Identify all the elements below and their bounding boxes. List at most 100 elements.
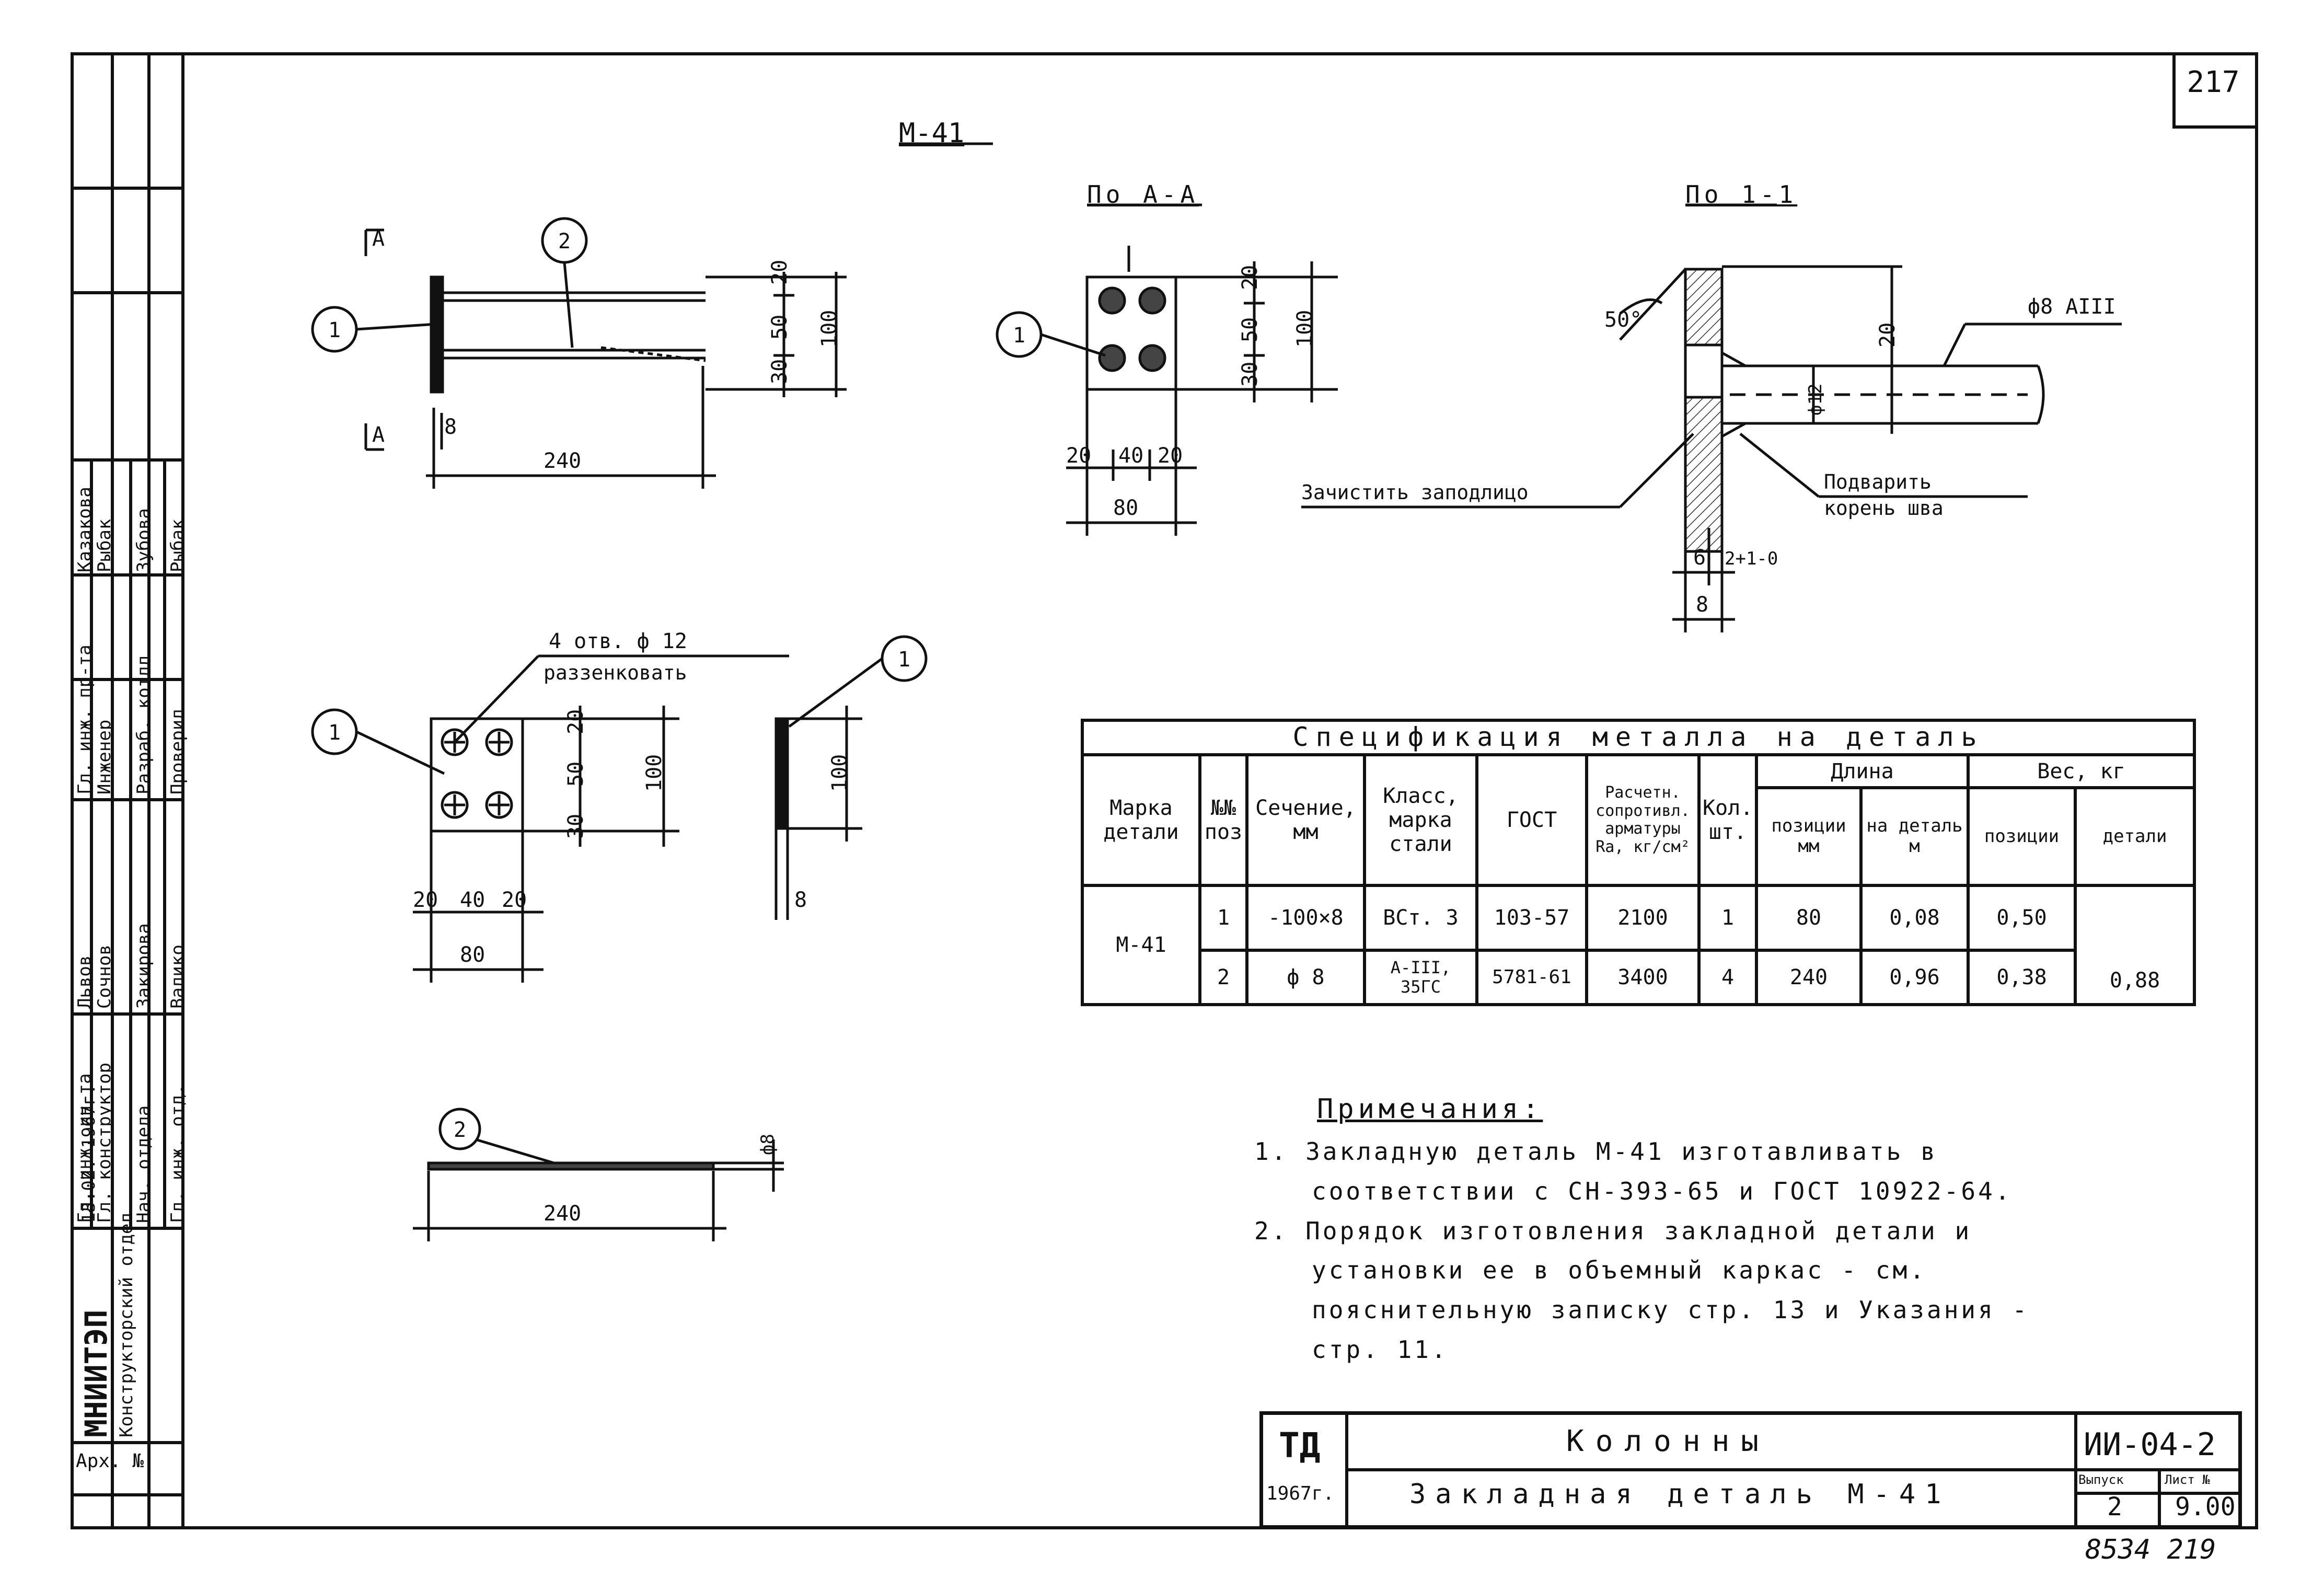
- table-row: М-41 1 -100×8 ВСт. 3 103-57 2100 1 80 0,…: [1081, 883, 2196, 1007]
- callout-1-side: 1: [898, 648, 910, 672]
- cell-pos: 2: [1198, 949, 1248, 1006]
- dim-8-11: 8: [1696, 593, 1708, 617]
- stamp-role-7: Разраб. котлл: [133, 655, 154, 794]
- rebar-label: ф8 АIII: [2028, 295, 2116, 319]
- cell-gost: 5781-61: [1475, 949, 1588, 1006]
- weld-root-line1: Подварить: [1824, 470, 1932, 493]
- tb-code: ИИ-04-2: [2084, 1426, 2216, 1463]
- cell-resist: 3400: [1585, 949, 1701, 1006]
- stamp-name-8: Рыбак: [167, 519, 188, 572]
- dim-50-plate: 50: [564, 762, 588, 787]
- title-block: ТД 1967г. Колонны Закладная деталь М-41 …: [1259, 1411, 2242, 1529]
- callout-1-plate: 1: [328, 721, 341, 745]
- stamp-role-1: Гл. инж. ин-та: [74, 1073, 95, 1223]
- dim-8-side: 8: [794, 888, 807, 912]
- tb-year: 1967г.: [1266, 1483, 1335, 1504]
- callout-1-aa: 1: [1013, 324, 1025, 348]
- stamp-role-3: Нач. отдела: [133, 1105, 154, 1223]
- hdr-len-pos: позиции мм: [1755, 786, 1863, 887]
- dim-240-rebar: 240: [544, 1202, 581, 1226]
- cell-len-pos: 80: [1755, 883, 1863, 952]
- section-mark-top: А: [372, 227, 385, 251]
- specification-table: Спецификация металла на деталь Марка дет…: [1080, 718, 2196, 1007]
- tb-title: Колонны: [1566, 1424, 1771, 1458]
- tb-issue-label: Выпуск: [2078, 1472, 2124, 1487]
- view-title: М-41: [899, 118, 965, 149]
- dim-30-plate: 30: [564, 814, 588, 839]
- section-mark-bottom: А: [372, 423, 385, 447]
- stamp-name-3: Закирова: [133, 923, 154, 1009]
- dim-20-plate: 20: [564, 709, 588, 734]
- tb-org: ТД: [1279, 1425, 1321, 1466]
- stamp-role-8: Проверил: [167, 709, 188, 794]
- dim-40-aa: 40: [1118, 444, 1143, 468]
- stamp-name-1: Львов: [74, 955, 95, 1009]
- stamp-name-5: Казакова: [74, 487, 95, 572]
- callout-2-rebar: 2: [454, 1118, 466, 1142]
- stamp-role-4: Гл. инж. отд.: [167, 1084, 188, 1223]
- cell-section: -100×8: [1245, 883, 1366, 952]
- section-11-title: По 1-1: [1685, 180, 1798, 209]
- footer-numbers: 8534 219: [2085, 1534, 2216, 1565]
- callout-1-main: 1: [328, 318, 341, 342]
- cell-w-pos: 0,50: [1967, 883, 2077, 952]
- notes-heading: Примечания:: [1317, 1093, 1543, 1125]
- stamp-name-6: Рыбак: [94, 519, 115, 572]
- holes-label-1: 4 отв. ф 12: [549, 629, 687, 653]
- dim-phi8-rebar: ф8: [757, 1134, 778, 1155]
- stamp-archive: Арх. №: [76, 1450, 144, 1472]
- dim-20-11: 20: [1876, 322, 1900, 348]
- cell-steel: А-III, 35ГС: [1363, 949, 1478, 1006]
- spec-caption: Спецификация металла на деталь: [1080, 718, 2196, 757]
- stamp-org: МНИИТЭП: [78, 1309, 114, 1437]
- clean-flush-label: Зачистить заподлицо: [1301, 481, 1529, 504]
- hdr-pos: №№ поз: [1198, 753, 1248, 887]
- cell-qty: 4: [1697, 949, 1758, 1006]
- dim-100-main: 100: [817, 310, 841, 348]
- hdr-len-det: на деталь м: [1859, 786, 1970, 887]
- hdr-section: Сечение, мм: [1245, 753, 1366, 887]
- dim-20-aa-top: 20: [1238, 265, 1262, 290]
- tb-sheet: 9.00: [2175, 1492, 2236, 1522]
- cell-pos: 1: [1198, 883, 1248, 952]
- dim-80-aa: 80: [1113, 496, 1138, 520]
- stamp-name-2: Сочнов: [94, 944, 115, 1009]
- dim-50-aa: 50: [1238, 317, 1262, 342]
- hdr-mark: Марка детали: [1081, 753, 1201, 887]
- cell-w-det: 0,88: [2073, 883, 2196, 1007]
- stamp-dept: Конструкторский отдел: [116, 1213, 137, 1437]
- tb-subtitle: Закладная деталь М-41: [1409, 1479, 1951, 1510]
- dim-100-aa: 100: [1293, 310, 1317, 348]
- hdr-length: Длина: [1755, 753, 1970, 789]
- dim-20-aa-right: 20: [1158, 444, 1183, 468]
- dim-30-main: 30: [768, 359, 792, 384]
- stamp-name-4: Валико: [167, 944, 188, 1009]
- dim-6-11: 6: [1693, 546, 1706, 570]
- section-aa-title: По А-А: [1087, 180, 1199, 209]
- note-1: 1. Закладную деталь М-41 изготавливать в…: [1254, 1137, 2013, 1205]
- dim-8-main: 8: [444, 415, 457, 439]
- table-row: 2 ф 8 А-III, 35ГС 5781-61 3400 4 240 0,9…: [1082, 949, 2194, 1006]
- hdr-w-det: детали: [2073, 786, 2196, 887]
- cell-qty: 1: [1697, 883, 1758, 952]
- notes-block: Примечания: 1. Закладную деталь М-41 изг…: [1254, 1087, 2090, 1370]
- sheet-number: 217: [2187, 65, 2240, 99]
- cell-section: ф 8: [1245, 949, 1366, 1006]
- cell-gost: 103-57: [1475, 883, 1588, 952]
- cell-len-det: 0,96: [1859, 949, 1970, 1006]
- dim-20-plate-right: 20: [502, 888, 527, 912]
- tb-issue: 2: [2107, 1492, 2122, 1522]
- dim-240-main: 240: [544, 449, 581, 473]
- weld-root-line2: корень шва: [1824, 497, 1944, 520]
- dim-2tol-11: 2+1-0: [1725, 548, 1778, 569]
- note-2: 2. Порядок изготовления закладной детали…: [1254, 1216, 2030, 1364]
- stamp-role-5: Гл. инж. пр-та: [74, 644, 95, 794]
- dim-80-plate: 80: [460, 943, 485, 967]
- dim-30-aa: 30: [1238, 362, 1262, 387]
- stamp-role-2: Гл. конструктор: [94, 1062, 115, 1223]
- dim-20-plate-left: 20: [413, 888, 438, 912]
- dim-50-main: 50: [768, 315, 792, 340]
- callout-2-main: 2: [558, 229, 571, 254]
- hdr-qty: Кол. шт.: [1697, 753, 1758, 887]
